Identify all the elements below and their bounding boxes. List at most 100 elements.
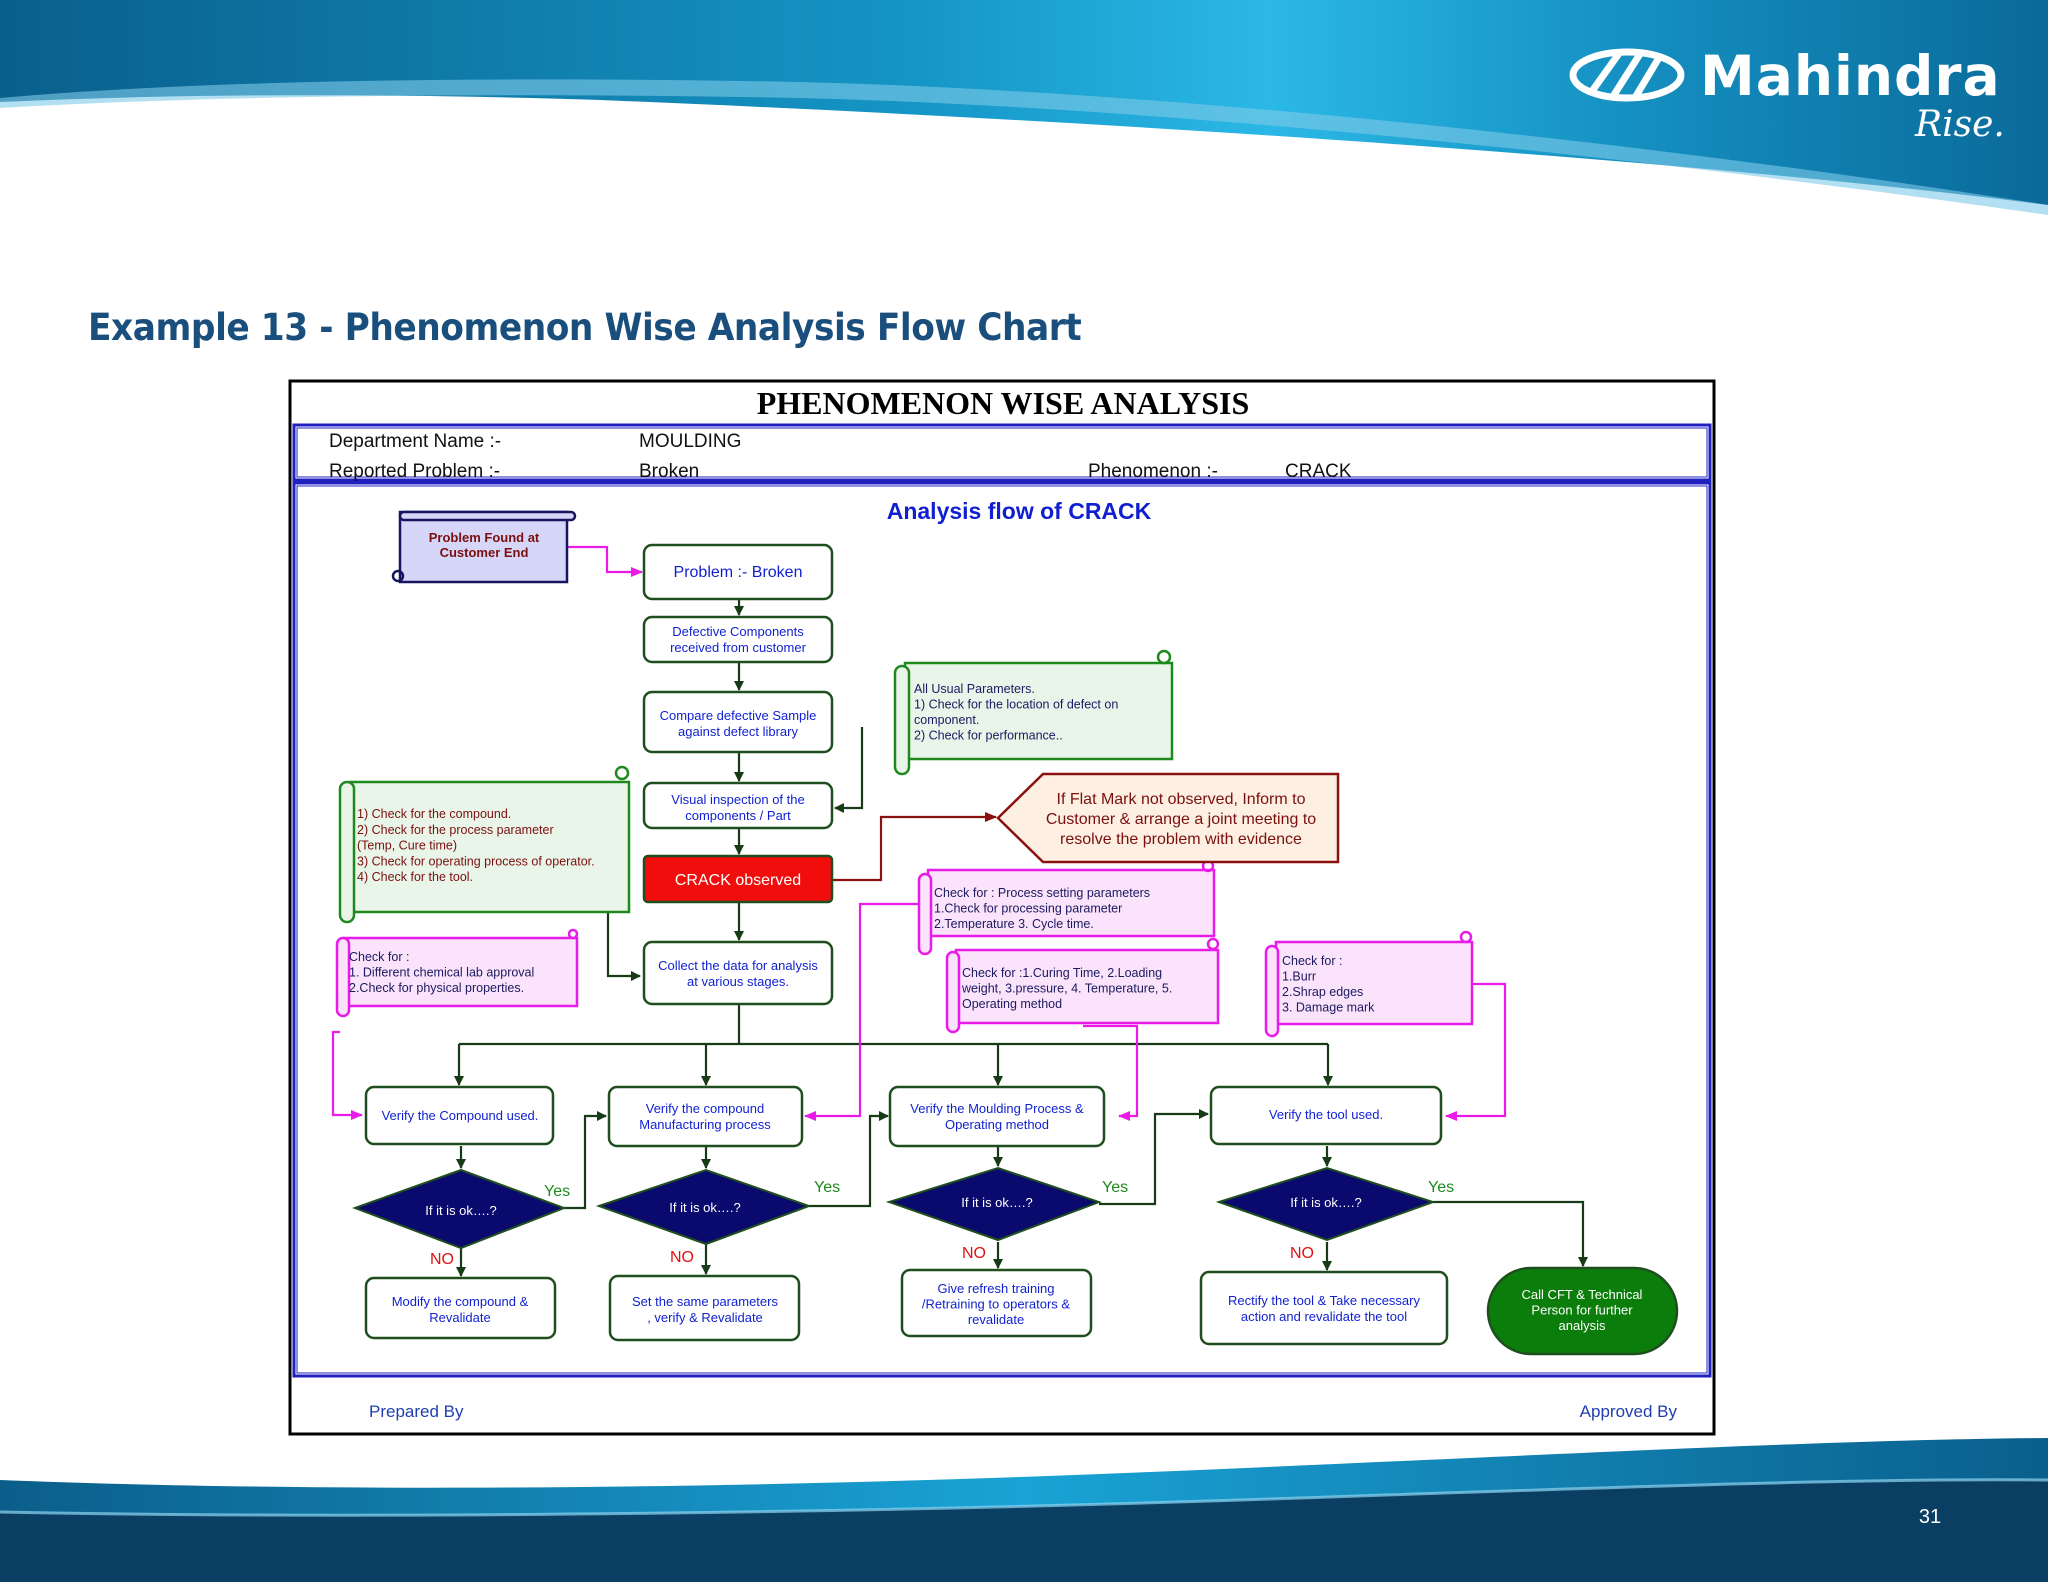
form-title: PHENOMENON WISE ANALYSIS xyxy=(757,385,1250,421)
crack-line: CRACK observed xyxy=(675,872,801,889)
check-tool-line: Check for : xyxy=(1282,954,1342,968)
usual-params-line: 2) Check for performance.. xyxy=(914,729,1063,743)
check-curing-text: Check for :1.Curing Time, 2.Loading weigh… xyxy=(961,966,1172,1011)
check-process-line: 1.Check for processing parameter xyxy=(934,902,1122,916)
collect-line: Collect the data for analysis xyxy=(658,958,818,973)
training-line: Give refresh training xyxy=(937,1281,1054,1296)
check-process-scroll: Check for : Process setting parameters 1.… xyxy=(917,859,1216,956)
problem-line: Problem :- Broken xyxy=(674,564,803,581)
svg-text:Rectify the tool & Take neces: Rectify the tool & Take necessaryaction … xyxy=(1228,1293,1420,1324)
yes-label-2: Yes xyxy=(814,1179,840,1196)
rectify-line: action and revalidate the tool xyxy=(1241,1309,1407,1324)
check-chemical-line: Check for : xyxy=(349,950,409,964)
decision-text: If it is ok….? xyxy=(425,1203,497,1218)
visual-line: Visual inspection of the xyxy=(671,792,804,807)
decision-compound: If it is ok….? xyxy=(352,1168,567,1250)
check-chemical-line: 2.Check for physical properties. xyxy=(349,981,524,995)
form-info-frame xyxy=(292,423,1712,482)
yes-label-1: Yes xyxy=(544,1183,570,1200)
verify-moulding-line: Operating method xyxy=(945,1117,1049,1132)
yes-label-4: Yes xyxy=(1428,1179,1454,1196)
usual-params-line: component. xyxy=(914,713,979,727)
svg-text:Verify the Compound used.: Verify the Compound used. xyxy=(382,1108,539,1123)
box-problem: Problem :- Broken xyxy=(642,543,834,601)
check-curing-line: Operating method xyxy=(962,997,1062,1011)
box-set-parameters: Set the same parameters, verify & Revali… xyxy=(608,1274,801,1342)
box-modify-compound: Modify the compound &Revalidate xyxy=(364,1276,557,1340)
verify-tool-line: Verify the tool used. xyxy=(1269,1107,1383,1122)
decision-moulding: If it is ok….? xyxy=(885,1166,1102,1242)
svg-text:Set the same parameters, verif: Set the same parameters, verify & Revali… xyxy=(632,1294,778,1325)
prepared-by-label: Prepared By xyxy=(369,1402,464,1421)
modify-line: Modify the compound & xyxy=(392,1294,529,1309)
visual-line: components / Part xyxy=(685,808,791,823)
svg-text:Verify the tool used.: Verify the tool used. xyxy=(1269,1107,1383,1122)
reported-problem-label: Reported Problem :- xyxy=(329,461,500,482)
phenomenon-label: Phenomenon :- xyxy=(1088,461,1218,482)
verify-moulding-line: Verify the Moulding Process & xyxy=(910,1101,1084,1116)
collect-line: at various stages. xyxy=(687,974,789,989)
no-label-3: NO xyxy=(962,1245,986,1262)
slide-title: Example 13 - Phenomenon Wise Analysis Fl… xyxy=(88,306,1082,349)
check-tool-line: 1.Burr xyxy=(1282,970,1316,984)
check-process-line: 2.Temperature 3. Cycle time. xyxy=(934,917,1094,931)
check-process-line: Check for : Process setting parameters xyxy=(934,886,1150,900)
decision-manufacturing: If it is ok….? xyxy=(595,1168,812,1246)
set-params-line: , verify & Revalidate xyxy=(647,1310,763,1325)
box-verify-compound: Verify the Compound used. xyxy=(364,1085,555,1146)
logo-tagline: Rise. xyxy=(1915,104,2005,145)
check-tool-line: 2.Shrap edges xyxy=(1282,985,1363,999)
compare-line: against defect library xyxy=(678,724,798,739)
check-curing-scroll: Check for :1.Curing Time, 2.Loading weigh… xyxy=(945,937,1220,1034)
defective-line: received from customer xyxy=(670,640,806,655)
decision-text: If it is ok….? xyxy=(961,1195,1033,1210)
box-verify-moulding: Verify the Moulding Process &Operating m… xyxy=(888,1085,1106,1148)
check-tool-line: 3. Damage mark xyxy=(1282,1001,1375,1015)
defective-line: Defective Components xyxy=(672,624,804,639)
svg-text:Give refresh training/Retraini: Give refresh training/Retraining to oper… xyxy=(922,1281,1070,1327)
training-line: /Retraining to operators & xyxy=(922,1297,1070,1312)
problem-found-line: Customer End xyxy=(440,545,529,560)
yes-label-3: Yes xyxy=(1102,1179,1128,1196)
compare-line: Compare defective Sample xyxy=(660,708,817,723)
check-curing-line: weight, 3.pressure, 4. Temperature, 5. xyxy=(961,982,1172,996)
checks-left-line: 1) Check for the compound. xyxy=(357,807,511,821)
check-chemical-line: 1. Different chemical lab approval xyxy=(349,966,534,980)
phenomenon-value: CRACK xyxy=(1285,461,1352,482)
problem-found-line: Problem Found at xyxy=(429,530,540,545)
call-cft-line: Person for further xyxy=(1531,1303,1633,1318)
call-cft-line: Call CFT & Technical xyxy=(1522,1287,1643,1302)
usual-parameters-text: All Usual Parameters.1) Check for the lo… xyxy=(914,682,1118,743)
verify-compound-line: Verify the Compound used. xyxy=(382,1108,539,1123)
checks-left-line: 3) Check for operating process of operat… xyxy=(357,854,595,868)
check-curing-line: Check for :1.Curing Time, 2.Loading xyxy=(962,966,1162,980)
usual-params-line: 1) Check for the location of defect on xyxy=(914,698,1118,712)
box-crack-observed: CRACK observed xyxy=(642,854,834,904)
checks-left-text: 1) Check for the compound.2) Check for t… xyxy=(357,807,595,884)
modify-line: Revalidate xyxy=(429,1310,490,1325)
svg-text:Verify the Moulding Process &O: Verify the Moulding Process &Operating m… xyxy=(910,1101,1084,1132)
flat-mark-line: If Flat Mark not observed, Inform to xyxy=(1057,791,1306,808)
no-label-2: NO xyxy=(670,1249,694,1266)
decision-text: If it is ok….? xyxy=(669,1200,741,1215)
checks-left-scroll: 1) Check for the compound.2) Check for t… xyxy=(338,765,631,924)
verify-manufacturing-line: Verify the compound xyxy=(646,1101,765,1116)
set-params-line: Set the same parameters xyxy=(632,1294,778,1309)
